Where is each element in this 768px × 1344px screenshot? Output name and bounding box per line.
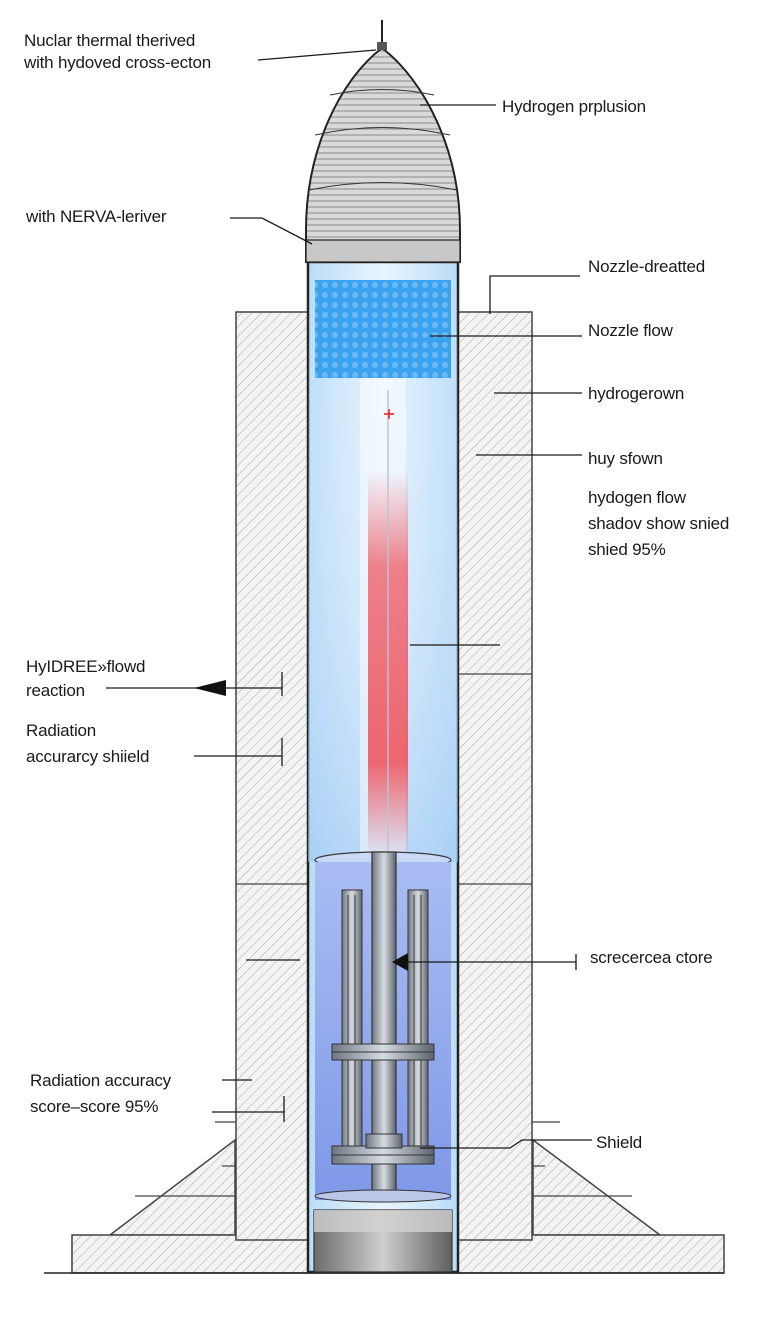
shield-walls xyxy=(235,311,533,1241)
label-radiation: Radiation xyxy=(26,721,97,740)
leader-lines xyxy=(106,49,592,1149)
label-shield: Shield xyxy=(596,1133,643,1152)
nose-cone xyxy=(305,20,461,263)
red-cross-icon xyxy=(384,409,394,419)
label-reaction: reaction xyxy=(26,681,85,700)
label-nerva-deriver: with NERVA-leriver xyxy=(26,207,167,226)
hydrogen-coolant-band xyxy=(315,280,451,378)
label-hydree-flowd: HyIDREE»flowd xyxy=(26,657,146,676)
triangle-arrow-icon xyxy=(194,680,226,696)
label-nozzle-dreatted: Nozzle-dreatted xyxy=(588,257,706,276)
label-hydrogerown: hydrogerown xyxy=(588,384,685,403)
reactor-tube xyxy=(306,260,460,1274)
label-shied-95: shied 95% xyxy=(588,540,666,559)
title-line-2: with hydoved cross-ecton xyxy=(24,53,212,72)
label-nozzle-flow: Nozzle flow xyxy=(588,321,673,340)
label-huy-sfown: huy sfown xyxy=(588,449,663,468)
label-hydogen-flow: hydogen flow xyxy=(588,488,686,507)
label-accuracy-shield: accurarcy shiield xyxy=(26,747,150,766)
label-shadow-show: shadov show snied xyxy=(588,514,730,533)
triangle-arrow-icon xyxy=(392,953,408,971)
label-hydrogen-propulsion: Hydrogen prplusion xyxy=(502,97,646,116)
label-score-95: score–score 95% xyxy=(30,1097,159,1116)
title-line-1: Nuclar thermal therived xyxy=(24,31,196,50)
label-radiation-accuracy: Radiation accuracy xyxy=(30,1071,171,1090)
fuel-rods xyxy=(341,889,429,1161)
label-reactor-core: screcercea ctore xyxy=(590,948,713,967)
